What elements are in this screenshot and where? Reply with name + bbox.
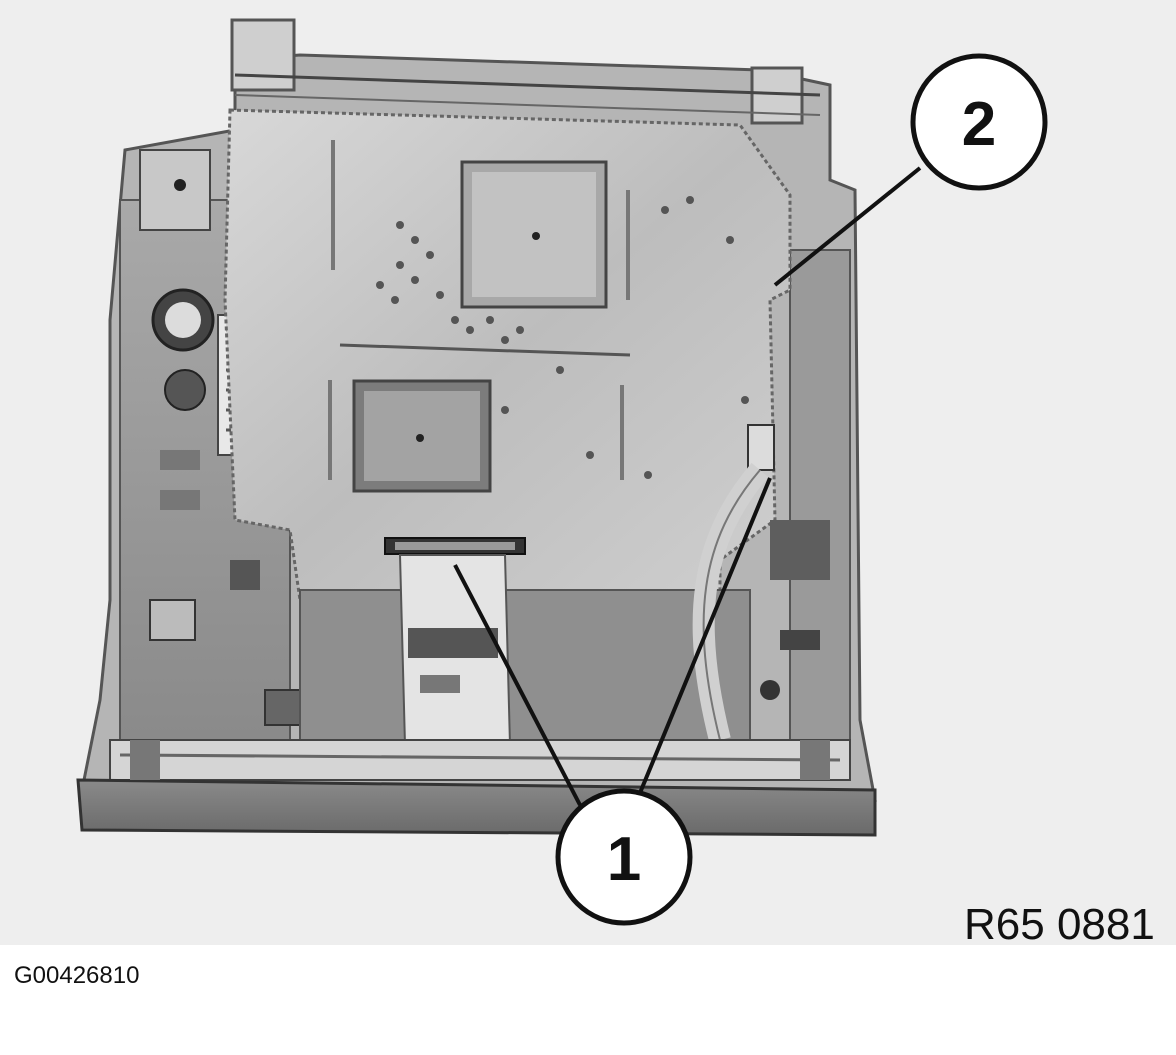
unit-illustration: 1 2	[76, 18, 1048, 926]
callout-2-label: 2	[962, 90, 996, 159]
ribbon-cable	[299, 462, 830, 746]
front-panel	[76, 739, 877, 837]
callout-1-label: 1	[607, 825, 641, 894]
figure-code: R65 0881	[964, 900, 1155, 949]
callout-1: 1	[555, 788, 693, 926]
figure-area: 1 2 R65 0881	[0, 0, 1176, 949]
callout-2: 2	[910, 53, 1048, 191]
shield-plate	[223, 108, 792, 602]
callout-leaders	[453, 166, 922, 806]
document-id: G00426810	[14, 962, 140, 989]
